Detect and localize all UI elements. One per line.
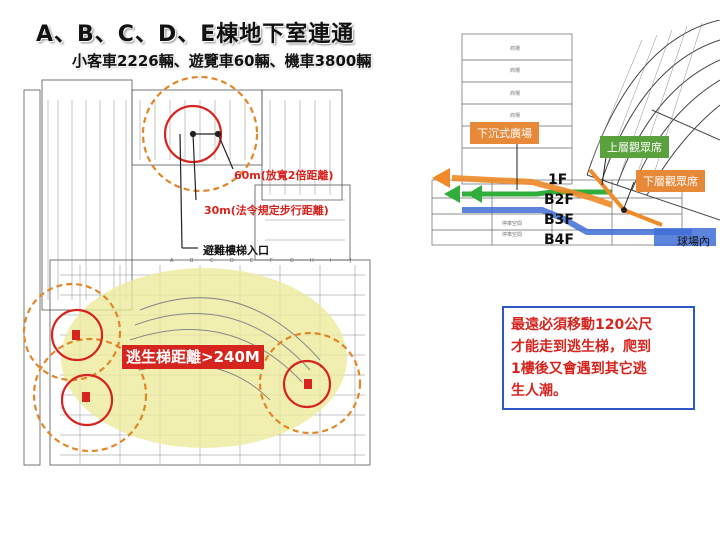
note-line: 最遠必須移動120公尺 [511, 317, 653, 333]
page-subtitle: 小客車2226輛、遊覽車60輛、機車3800輛 [72, 52, 372, 70]
red-radius-circle-left-upper [50, 308, 104, 362]
note-line: 生人潮。 [511, 383, 567, 399]
svg-text:商場: 商場 [510, 67, 520, 74]
svg-text:D: D [230, 258, 234, 264]
svg-text:停車空間: 停車空間 [502, 220, 522, 227]
svg-text:商場: 商場 [510, 112, 520, 119]
svg-text:商場: 商場 [510, 90, 520, 97]
floor-b2f: B2F [544, 192, 574, 208]
svg-text:停車空間: 停車空間 [502, 231, 522, 238]
lower-seats-label: 下層觀眾席 [636, 170, 705, 192]
distance-30m-label: 30m(法令規定步行距離) [204, 204, 329, 217]
floor-b4f: B4F [544, 232, 574, 248]
svg-text:I: I [330, 258, 331, 264]
upper-seats-label: 上層觀眾席 [600, 136, 669, 158]
floor-1f: 1F [548, 172, 568, 188]
green-escape-route [462, 189, 612, 197]
dashed-radius-circle-right [258, 331, 362, 435]
svg-text:C: C [210, 258, 214, 264]
orange-escape-route [451, 175, 613, 208]
blue-escape-route [462, 207, 692, 235]
svg-text:H: H [310, 258, 314, 264]
stadium-inside-label: 球場內 [677, 235, 710, 248]
svg-text:商場: 商場 [510, 45, 520, 52]
svg-text:G: G [290, 258, 294, 264]
dashed-radius-circle-top [141, 75, 259, 193]
note-line: 才能走到逃生梯，爬到 [511, 339, 651, 355]
dashed-radius-circle-left-lower [32, 337, 148, 453]
svg-text:A: A [170, 258, 174, 264]
page-title: A、B、C、D、E棟地下室連通 [36, 22, 355, 47]
note-line: 1樓後又會遇到其它逃 [511, 361, 647, 377]
floor-b3f: B3F [544, 212, 574, 228]
sunken-plaza-label: 下沉式廣場 [470, 122, 539, 144]
svg-text:J: J [349, 258, 351, 264]
stair-entrance-label: 避難樓梯入口 [203, 244, 269, 257]
svg-text:F: F [270, 258, 273, 264]
red-radius-circle-right [282, 359, 332, 409]
svg-text:E: E [250, 258, 253, 264]
escape-note-box: 最遠必須移動120公尺 才能走到逃生梯，爬到 1樓後又會遇到其它逃 生人潮。 [502, 306, 695, 410]
distance-60m-label: 60m(放寬2倍距離) [234, 169, 334, 182]
basement-floor-plan: A B C D E F G H I J [22, 75, 371, 466]
escape-distance-label: 逃生梯距離>240M [122, 345, 264, 369]
red-radius-circle-left-lower [60, 373, 114, 427]
svg-text:B: B [190, 258, 194, 264]
